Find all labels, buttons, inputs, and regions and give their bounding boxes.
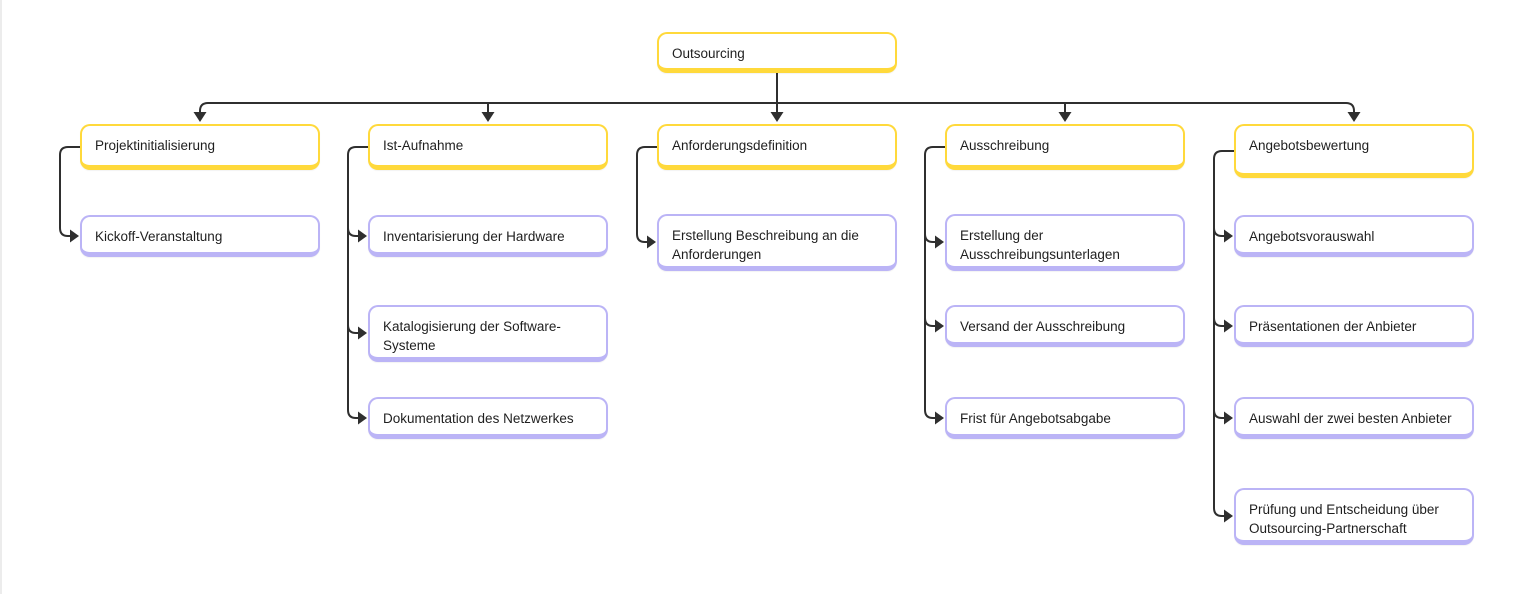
node-label: Projektinitialisierung xyxy=(95,138,216,153)
node-task-versand-ausschreibung[interactable]: Versand der Ausschreibung xyxy=(945,305,1185,347)
node-label: Outsourcing xyxy=(672,46,745,61)
node-label: Versand der Ausschreibung xyxy=(960,319,1126,334)
arrowhead-col2-child3 xyxy=(358,411,367,425)
node-label: Ist-Aufnahme xyxy=(383,138,464,153)
node-label: Inventarisierung der Hardware xyxy=(383,229,565,244)
arrowhead-col5-child1 xyxy=(1224,229,1233,243)
arrowhead-col5-child4 xyxy=(1224,509,1233,523)
connector-col2-branch2 xyxy=(347,324,358,334)
connector-col3 xyxy=(636,146,657,243)
connector-col5-branch1 xyxy=(1213,227,1224,237)
node-task-frist-angebotsabgabe[interactable]: Frist für Angebotsabgabe xyxy=(945,397,1185,439)
arrowhead-col5-child3 xyxy=(1224,411,1233,425)
node-phase-projektinitialisierung[interactable]: Projektinitialisierung xyxy=(80,124,320,170)
node-label: Präsentationen der Anbieter xyxy=(1249,319,1417,334)
arrowhead-col5-child2 xyxy=(1224,319,1233,333)
arrowhead-phase-3 xyxy=(770,112,784,122)
node-task-pruefung-entscheidung[interactable]: Prüfung und Entscheidung über Outsourcin… xyxy=(1234,488,1474,545)
arrowhead-col4-child3 xyxy=(935,411,944,425)
connector-col5-trunk xyxy=(1213,150,1234,517)
arrowhead-col1-child1 xyxy=(70,229,79,243)
connector-col1 xyxy=(59,146,80,237)
arrowhead-phase-5 xyxy=(1347,112,1361,122)
connector-col2-trunk xyxy=(347,146,368,419)
node-label: Frist für Angebotsabgabe xyxy=(960,411,1111,426)
node-label: Kickoff-Veranstaltung xyxy=(95,229,223,244)
connector-bus xyxy=(199,102,1355,113)
arrowhead-col4-child1 xyxy=(935,235,944,249)
node-task-erstellung-ausschreibungsunterlagen[interactable]: Erstellung der Ausschreibungsunterlagen xyxy=(945,214,1185,271)
node-task-katalogisierung-software[interactable]: Katalogisierung der Software-Systeme xyxy=(368,305,608,362)
node-label: Katalogisierung der Software-Systeme xyxy=(383,319,561,353)
arrowhead-phase-1 xyxy=(193,112,207,122)
node-task-erstellung-beschreibung[interactable]: Erstellung Beschreibung an die Anforderu… xyxy=(657,214,897,271)
connector-col4-branch2 xyxy=(924,317,935,327)
node-root[interactable]: Outsourcing xyxy=(657,32,897,73)
node-label: Anforderungsdefinition xyxy=(672,138,808,153)
node-label: Prüfung und Entscheidung über Outsourcin… xyxy=(1249,502,1439,536)
node-phase-ist-aufnahme[interactable]: Ist-Aufnahme xyxy=(368,124,608,170)
connector-col4-trunk xyxy=(924,146,945,419)
node-task-angebotsvorauswahl[interactable]: Angebotsvorauswahl xyxy=(1234,215,1474,257)
node-label: Auswahl der zwei besten Anbieter xyxy=(1249,411,1452,426)
connector-col5-branch2 xyxy=(1213,317,1224,327)
arrowhead-col3-child1 xyxy=(647,235,656,249)
node-phase-anforderungsdefinition[interactable]: Anforderungsdefinition xyxy=(657,124,897,170)
node-task-praesentationen-anbieter[interactable]: Präsentationen der Anbieter xyxy=(1234,305,1474,347)
node-phase-angebotsbewertung[interactable]: Angebotsbewertung xyxy=(1234,124,1474,178)
node-label: Angebotsbewertung xyxy=(1249,138,1370,153)
arrowhead-phase-4 xyxy=(1058,112,1072,122)
arrowhead-col4-child2 xyxy=(935,319,944,333)
node-task-kickoff-veranstaltung[interactable]: Kickoff-Veranstaltung xyxy=(80,215,320,257)
node-label: Erstellung Beschreibung an die Anforderu… xyxy=(672,228,859,262)
node-label: Ausschreibung xyxy=(960,138,1050,153)
connector-col4-branch1 xyxy=(924,233,935,243)
connector-col2-branch1 xyxy=(347,227,358,237)
arrowhead-col2-child1 xyxy=(358,229,367,243)
arrowhead-col2-child2 xyxy=(358,326,367,340)
node-label: Dokumentation des Netzwerkes xyxy=(383,411,574,426)
connector-col5-branch3 xyxy=(1213,409,1224,419)
node-task-inventarisierung-hardware[interactable]: Inventarisierung der Hardware xyxy=(368,215,608,257)
node-label: Erstellung der Ausschreibungsunterlagen xyxy=(960,228,1120,262)
node-task-dokumentation-netzwerk[interactable]: Dokumentation des Netzwerkes xyxy=(368,397,608,439)
node-phase-ausschreibung[interactable]: Ausschreibung xyxy=(945,124,1185,170)
node-label: Angebotsvorauswahl xyxy=(1249,229,1375,244)
arrowhead-phase-2 xyxy=(481,112,495,122)
node-task-auswahl-zwei-beste-anbieter[interactable]: Auswahl der zwei besten Anbieter xyxy=(1234,397,1474,439)
